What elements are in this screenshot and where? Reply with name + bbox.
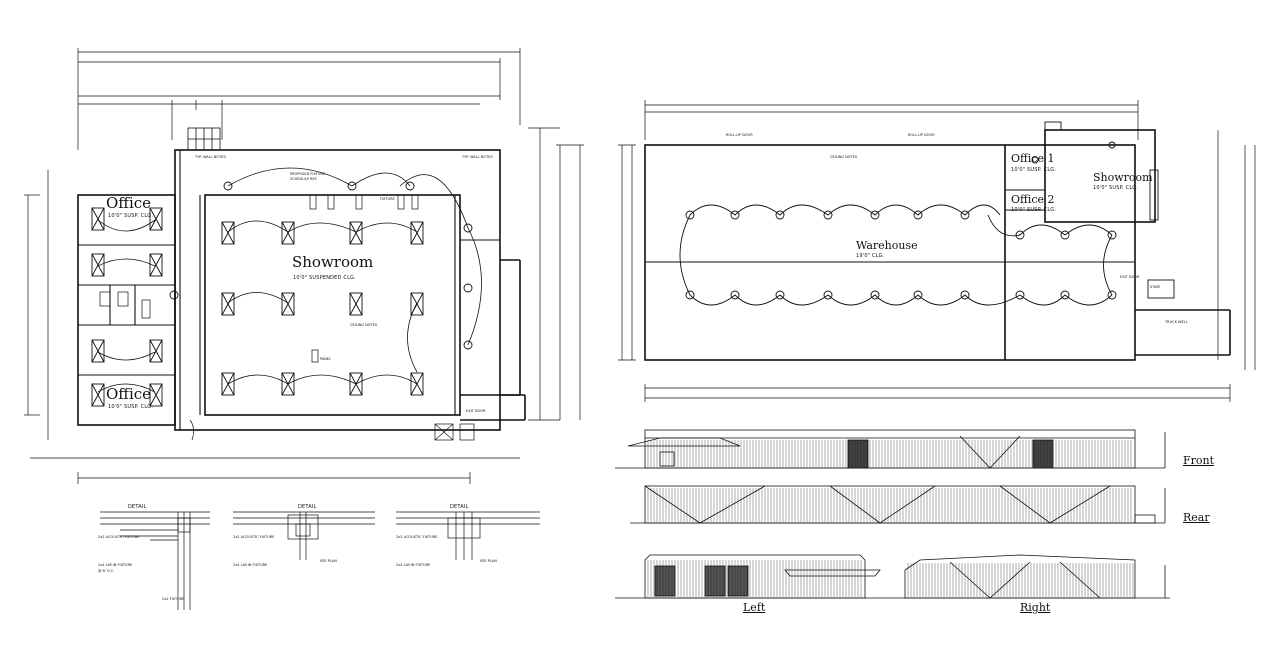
office1-label: Office 1 xyxy=(1011,152,1055,165)
svg-text:FIXTURE: FIXTURE xyxy=(380,197,395,201)
left-showroom-ceiling: 10'0" SUSPENDED CLG. xyxy=(293,275,356,281)
svg-text:TRUCK WELL: TRUCK WELL xyxy=(1164,320,1188,324)
svg-text:PROPOSED FIXTURE: PROPOSED FIXTURE xyxy=(290,172,325,176)
elevation-front-label: Front xyxy=(1183,454,1215,467)
left-office-bottom-ceiling: 10'0" SUSP. CLG. xyxy=(108,404,154,410)
left-plan-dimensions xyxy=(24,48,584,484)
svg-text:TYP. WALL NOTES: TYP. WALL NOTES xyxy=(461,155,493,159)
detail-3 xyxy=(396,511,540,560)
svg-text:2x4 LAY-IN FIXTURE: 2x4 LAY-IN FIXTURE xyxy=(98,563,132,567)
elevation-front xyxy=(615,429,1166,469)
right-plan-walls xyxy=(644,129,1231,361)
elevation-right-label: Right xyxy=(1020,601,1051,614)
elevation-left-right xyxy=(615,554,1170,599)
svg-text:PANEL: PANEL xyxy=(320,357,331,361)
svg-text:CEILING NOTES: CEILING NOTES xyxy=(830,155,858,159)
office2-label: Office 2 xyxy=(1011,193,1055,206)
svg-text:2x2 ACOUSTIC FIXTURE: 2x2 ACOUSTIC FIXTURE xyxy=(98,535,139,539)
warehouse-label: Warehouse xyxy=(856,239,918,252)
right-showroom-label: Showroom xyxy=(1093,171,1153,184)
right-plan-interior xyxy=(645,121,1175,299)
left-showroom-label: Showroom xyxy=(292,253,374,271)
svg-text:2x4 LAY-IN FIXTURE: 2x4 LAY-IN FIXTURE xyxy=(396,563,430,567)
left-office-top-label: Office xyxy=(106,194,152,212)
left-plan-interior-walls xyxy=(78,150,500,430)
right-floor-plan xyxy=(618,100,1256,402)
left-floor-plan xyxy=(24,48,584,484)
svg-text:@ 8' O.C.: @ 8' O.C. xyxy=(98,569,114,573)
right-showroom-ceiling: 10'0" SUSP. CLG. xyxy=(1093,185,1139,191)
office1-ceiling: 10'0" SUSP. CLG. xyxy=(1011,167,1057,173)
right-plan-dimensions xyxy=(618,100,1256,402)
detail-1-title: DETAIL xyxy=(128,504,147,510)
left-plan-notes: TYP. WALL NOTES TYP. WALL NOTES PROPOSED… xyxy=(194,155,493,413)
svg-text:2x2 ACOUSTIC FIXTURE: 2x2 ACOUSTIC FIXTURE xyxy=(396,535,437,539)
detail-2 xyxy=(233,511,375,560)
right-plan-notes: ROLL-UP DOOR ROLL-UP DOOR CEILING NOTES … xyxy=(726,133,1188,324)
svg-text:ROLL-UP DOOR: ROLL-UP DOOR xyxy=(726,133,753,137)
svg-text:2x4 LAY-IN FIXTURE: 2x4 LAY-IN FIXTURE xyxy=(233,563,267,567)
svg-text:2x2 FIXTURE: 2x2 FIXTURE xyxy=(162,597,184,601)
detail-sections xyxy=(100,511,540,610)
detail-3-title: DETAIL xyxy=(450,504,469,510)
left-plan-symbols xyxy=(99,194,475,441)
svg-text:EXIT DOOR: EXIT DOOR xyxy=(1120,275,1140,279)
elevation-rear-label: Rear xyxy=(1183,511,1210,524)
left-plan-circle-fixtures xyxy=(169,181,473,350)
left-plan-wiring xyxy=(97,167,482,393)
detail-2-title: DETAIL xyxy=(298,504,317,510)
left-plan-stair xyxy=(187,127,221,151)
svg-text:STAIR: STAIR xyxy=(1150,285,1161,289)
svg-text:EXIT DOOR: EXIT DOOR xyxy=(466,409,486,413)
svg-text:ROLL-UP DOOR: ROLL-UP DOOR xyxy=(908,133,935,137)
detail-notes: 2x2 ACOUSTIC FIXTURE 2x4 LAY-IN FIXTURE … xyxy=(98,535,497,601)
svg-text:TYP. WALL NOTES: TYP. WALL NOTES xyxy=(194,155,226,159)
warehouse-light-fixtures xyxy=(679,141,1117,306)
detail-1 xyxy=(100,511,210,610)
office2-ceiling: 10'0" SUSP. CLG. xyxy=(1011,207,1057,213)
left-office-top-ceiling: 10'0" SUSP. CLG. xyxy=(108,213,154,219)
svg-text:CEILING NOTES: CEILING NOTES xyxy=(350,323,378,327)
elevation-rear xyxy=(630,485,1166,524)
left-office-bottom-label: Office xyxy=(106,385,152,403)
showroom-light-fixtures xyxy=(91,207,424,407)
svg-text:SEE PLAN: SEE PLAN xyxy=(320,559,337,563)
warehouse-ceiling: 19'0" CLG. xyxy=(856,253,885,259)
elevation-left-label: Left xyxy=(743,601,766,614)
svg-text:SEE PLAN: SEE PLAN xyxy=(480,559,497,563)
svg-text:2x2 ACOUSTIC FIXTURE: 2x2 ACOUSTIC FIXTURE xyxy=(233,535,274,539)
svg-text:SCHEDULE REF.: SCHEDULE REF. xyxy=(290,177,317,181)
elevation-hatching xyxy=(647,440,1134,597)
